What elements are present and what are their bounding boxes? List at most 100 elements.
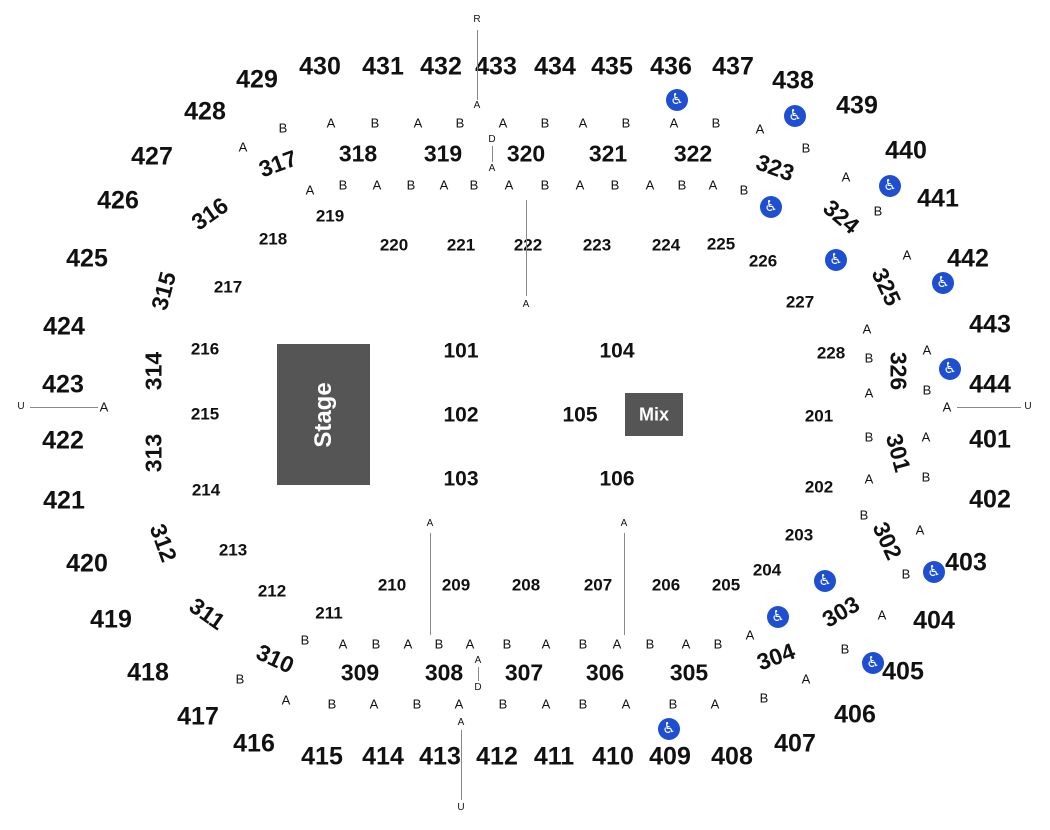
section-415[interactable]: 415 [301, 742, 343, 771]
section-102[interactable]: 102 [443, 403, 479, 427]
section-403[interactable]: 403 [945, 548, 987, 577]
section-402[interactable]: 402 [969, 485, 1011, 514]
section-324[interactable]: 324 [818, 194, 865, 239]
section-220[interactable]: 220 [379, 235, 409, 255]
section-306[interactable]: 306 [585, 659, 625, 686]
section-228[interactable]: 228 [816, 343, 846, 363]
section-312[interactable]: 312 [144, 520, 183, 566]
section-205[interactable]: 205 [711, 575, 741, 595]
section-213[interactable]: 213 [218, 540, 248, 560]
section-318[interactable]: 318 [338, 140, 378, 167]
section-304[interactable]: 304 [753, 637, 799, 676]
section-307[interactable]: 307 [504, 659, 544, 686]
section-219[interactable]: 219 [315, 206, 345, 226]
section-444[interactable]: 444 [969, 370, 1011, 399]
section-311[interactable]: 311 [184, 592, 230, 635]
section-412[interactable]: 412 [476, 742, 518, 771]
section-421[interactable]: 421 [43, 486, 85, 515]
section-222[interactable]: 222 [513, 235, 543, 255]
section-211[interactable]: 211 [315, 603, 343, 623]
section-315[interactable]: 315 [145, 268, 182, 313]
section-433[interactable]: 433 [475, 52, 517, 81]
section-203[interactable]: 203 [784, 525, 814, 545]
section-305[interactable]: 305 [669, 659, 709, 686]
section-208[interactable]: 208 [511, 575, 541, 595]
section-217[interactable]: 217 [213, 277, 243, 297]
section-322[interactable]: 322 [673, 140, 713, 167]
section-303[interactable]: 303 [817, 590, 864, 633]
section-404[interactable]: 404 [913, 606, 955, 635]
section-320[interactable]: 320 [506, 140, 546, 167]
section-409[interactable]: 409 [649, 742, 691, 771]
section-313[interactable]: 313 [140, 433, 167, 473]
section-221[interactable]: 221 [446, 235, 476, 255]
section-101[interactable]: 101 [443, 339, 479, 363]
section-432[interactable]: 432 [420, 52, 462, 81]
section-227[interactable]: 227 [785, 292, 815, 312]
section-410[interactable]: 410 [592, 742, 634, 771]
section-323[interactable]: 323 [752, 148, 798, 187]
section-425[interactable]: 425 [66, 244, 108, 273]
section-325[interactable]: 325 [866, 263, 907, 310]
section-419[interactable]: 419 [90, 605, 132, 634]
section-319[interactable]: 319 [423, 140, 463, 167]
section-424[interactable]: 424 [43, 312, 85, 341]
section-437[interactable]: 437 [712, 52, 754, 81]
section-427[interactable]: 427 [131, 142, 173, 171]
section-308[interactable]: 308 [424, 659, 464, 686]
section-314[interactable]: 314 [140, 351, 167, 391]
section-103[interactable]: 103 [443, 467, 479, 491]
section-408[interactable]: 408 [711, 742, 753, 771]
section-413[interactable]: 413 [419, 742, 461, 771]
section-431[interactable]: 431 [362, 52, 404, 81]
section-429[interactable]: 429 [236, 65, 278, 94]
section-417[interactable]: 417 [177, 702, 219, 731]
section-407[interactable]: 407 [774, 729, 816, 758]
section-441[interactable]: 441 [917, 184, 959, 213]
section-416[interactable]: 416 [233, 729, 275, 758]
section-321[interactable]: 321 [588, 140, 628, 167]
section-218[interactable]: 218 [258, 229, 288, 249]
section-442[interactable]: 442 [947, 244, 989, 273]
section-209[interactable]: 209 [441, 575, 471, 595]
section-301[interactable]: 301 [880, 430, 917, 475]
section-202[interactable]: 202 [804, 477, 834, 497]
section-212[interactable]: 212 [257, 581, 287, 601]
section-216[interactable]: 216 [190, 339, 220, 359]
section-309[interactable]: 309 [340, 659, 380, 686]
section-426[interactable]: 426 [97, 186, 139, 215]
section-106[interactable]: 106 [599, 467, 635, 491]
section-201[interactable]: 201 [804, 406, 834, 426]
section-443[interactable]: 443 [969, 310, 1011, 339]
section-316[interactable]: 316 [186, 191, 233, 236]
section-105[interactable]: 105 [562, 403, 598, 427]
section-436[interactable]: 436 [650, 52, 692, 81]
section-317[interactable]: 317 [255, 144, 301, 183]
section-214[interactable]: 214 [191, 480, 221, 500]
section-310[interactable]: 310 [252, 638, 299, 679]
section-215[interactable]: 215 [190, 404, 220, 424]
section-420[interactable]: 420 [66, 549, 108, 578]
section-418[interactable]: 418 [127, 658, 169, 687]
section-104[interactable]: 104 [599, 339, 635, 363]
section-423[interactable]: 423 [42, 370, 84, 399]
section-438[interactable]: 438 [772, 66, 814, 95]
section-411[interactable]: 411 [533, 742, 575, 771]
section-206[interactable]: 206 [651, 575, 681, 595]
section-210[interactable]: 210 [377, 575, 407, 595]
section-225[interactable]: 225 [706, 234, 736, 254]
section-224[interactable]: 224 [651, 235, 681, 255]
section-207[interactable]: 207 [583, 575, 613, 595]
section-435[interactable]: 435 [591, 52, 633, 81]
section-302[interactable]: 302 [867, 517, 908, 564]
section-204[interactable]: 204 [752, 560, 782, 580]
section-226[interactable]: 226 [748, 251, 778, 271]
section-434[interactable]: 434 [534, 52, 576, 81]
section-440[interactable]: 440 [885, 136, 927, 165]
section-405[interactable]: 405 [882, 657, 924, 686]
section-326[interactable]: 326 [885, 351, 912, 391]
section-414[interactable]: 414 [362, 742, 404, 771]
section-406[interactable]: 406 [834, 700, 876, 729]
section-422[interactable]: 422 [42, 426, 84, 455]
section-223[interactable]: 223 [582, 235, 612, 255]
